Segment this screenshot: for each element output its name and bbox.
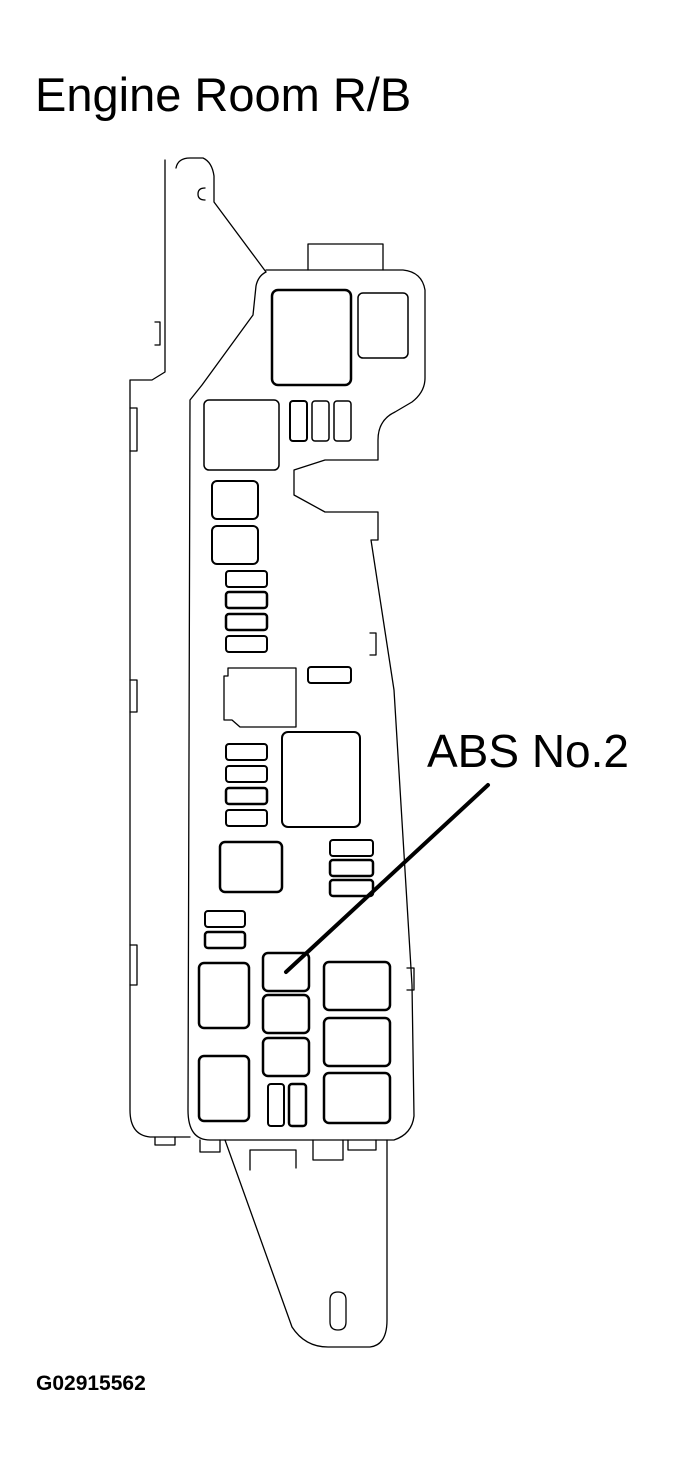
abs-no2-relay	[261, 951, 311, 993]
fuse-h-small-right	[307, 666, 352, 684]
relay-left-square	[218, 840, 284, 894]
fuse-h-10	[328, 858, 375, 878]
outline-tab-left-3	[129, 944, 138, 986]
outline-top-connector	[307, 243, 384, 271]
relay-mid-2	[211, 525, 259, 565]
fuse-h-11	[328, 878, 375, 898]
fuse-h-12	[204, 910, 246, 928]
fuse-h-6	[225, 765, 268, 783]
figure-id: G02915562	[36, 1372, 146, 1395]
outline-tab-left-1	[129, 407, 138, 452]
component-slots	[197, 288, 409, 1128]
diagram-title: Engine Room R/B	[35, 68, 412, 121]
fuse-h-3	[224, 612, 269, 632]
relay-bottom-mid-3	[261, 1036, 311, 1078]
relay-bottom-right-1	[322, 960, 392, 1012]
relay-bottom-mid-2	[261, 993, 311, 1035]
relay-bottom-right-2	[322, 1016, 392, 1068]
fuse-h-2	[224, 590, 269, 610]
fuse-vert-2	[311, 400, 330, 442]
outline-bottom-bracket	[224, 1139, 388, 1348]
relay-bottom-left-1	[197, 961, 251, 1030]
fuse-h-5	[225, 743, 268, 761]
outline-tab-left-upper	[154, 321, 161, 346]
fuse-h-9	[329, 839, 374, 857]
relay-mid-1	[211, 480, 259, 520]
callout-label-abs-no2: ABS No.2	[427, 725, 629, 777]
outline-right-tab	[406, 967, 415, 991]
housing-outline	[129, 157, 426, 1348]
outline-bracket-main-left	[129, 159, 191, 1138]
fuse-h-4	[225, 635, 268, 653]
callout-leader-line	[284, 783, 490, 974]
relay-center-large	[281, 731, 361, 828]
outline-right-inner-tab	[369, 632, 377, 656]
fuse-vert-3	[333, 400, 352, 442]
fuse-h-7	[224, 786, 269, 806]
outline-housing	[187, 269, 426, 1141]
outline-bottom-slot	[329, 1291, 347, 1331]
outline-hole-top	[197, 187, 206, 201]
relay-top-large	[270, 288, 353, 387]
relay-top-right	[357, 292, 409, 359]
fuse-h-1	[225, 570, 268, 588]
fuse-vert-5	[287, 1082, 308, 1128]
fuse-vert-1	[289, 400, 308, 442]
relay-bottom-right-3	[322, 1071, 392, 1125]
relay-bottom-left-2	[197, 1054, 251, 1123]
outline-tab-left-2	[129, 679, 138, 713]
fuse-h-13	[203, 930, 247, 950]
fuse-h-8	[225, 809, 268, 827]
outline-cutout-left-middle	[223, 667, 297, 728]
outline-bracket-left	[175, 157, 267, 273]
block-upper-left	[203, 399, 280, 471]
fuse-vert-4	[267, 1083, 285, 1127]
outline-bottom-tabs	[154, 1136, 377, 1171]
